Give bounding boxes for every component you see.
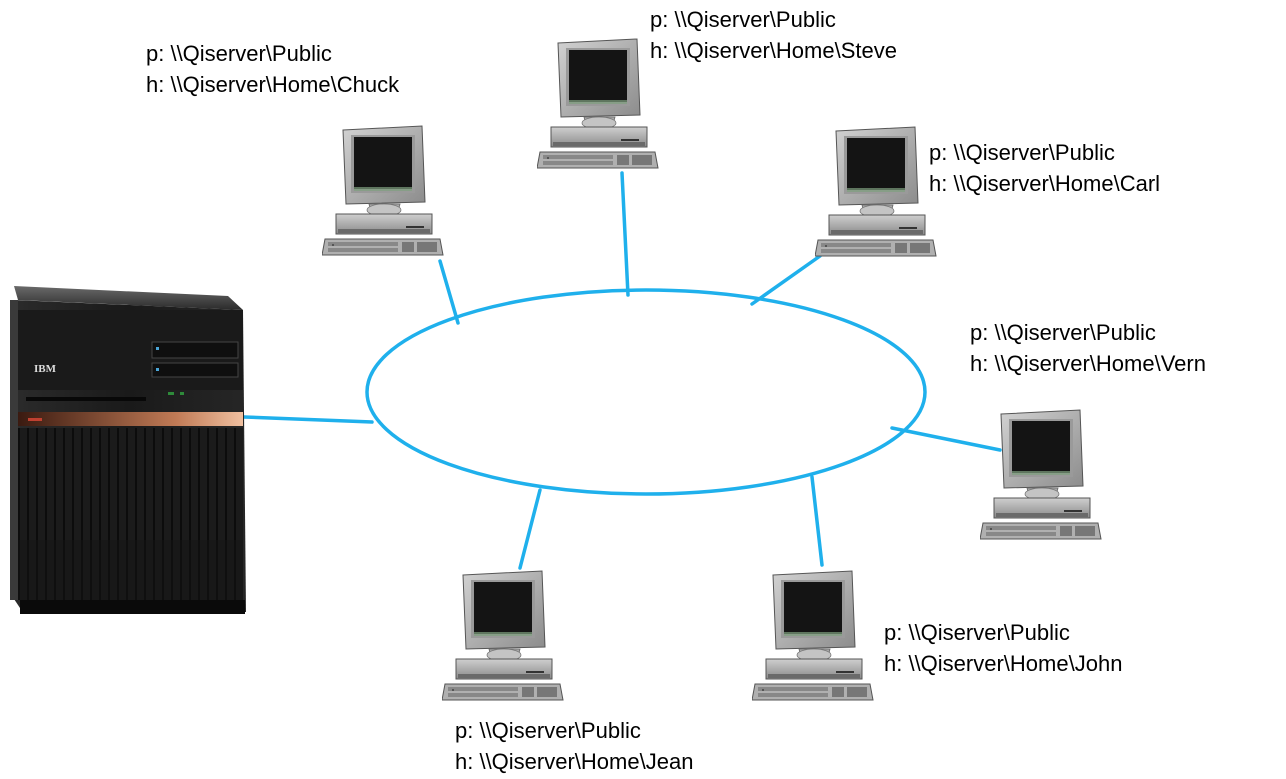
workstation-carl[interactable] bbox=[815, 126, 937, 257]
link-carl bbox=[750, 254, 822, 306]
network-ring bbox=[365, 288, 927, 496]
share-label-steve: p: \\Qiserver\Public h: \\Qiserver\Home\… bbox=[650, 4, 897, 66]
server-top bbox=[14, 286, 243, 310]
drive-bay-2 bbox=[151, 362, 239, 378]
share-label-vern: p: \\Qiserver\Public h: \\Qiserver\Home\… bbox=[970, 317, 1206, 379]
link-chuck bbox=[438, 259, 460, 325]
workstation-vern[interactable] bbox=[980, 409, 1102, 540]
link-vern bbox=[890, 426, 1002, 452]
home-drive-mapping: h: \\Qiserver\Home\Chuck bbox=[146, 72, 400, 97]
public-drive-mapping: p: \\Qiserver\Public bbox=[970, 320, 1156, 345]
home-drive-mapping: h: \\Qiserver\Home\Vern bbox=[970, 351, 1206, 376]
home-drive-mapping: h: \\Qiserver\Home\Carl bbox=[929, 171, 1161, 196]
link-steve bbox=[620, 171, 630, 297]
home-drive-mapping: h: \\Qiserver\Home\John bbox=[884, 651, 1123, 676]
workstation-john[interactable] bbox=[752, 570, 874, 701]
link-server bbox=[242, 415, 374, 424]
link-jean bbox=[518, 488, 542, 570]
drive-bay-1 bbox=[151, 341, 239, 359]
share-label-chuck: p: \\Qiserver\Public h: \\Qiserver\Home\… bbox=[146, 38, 399, 100]
ibm-server: IBM bbox=[10, 286, 246, 614]
share-label-jean: p: \\Qiserver\Public h: \\Qiserver\Home\… bbox=[455, 715, 693, 777]
public-drive-mapping: p: \\Qiserver\Public bbox=[146, 41, 332, 66]
public-drive-mapping: p: \\Qiserver\Public bbox=[455, 718, 641, 743]
public-drive-mapping: p: \\Qiserver\Public bbox=[929, 140, 1115, 165]
workstation-steve[interactable] bbox=[537, 38, 659, 169]
workstation-jean[interactable] bbox=[442, 570, 564, 701]
home-drive-mapping: h: \\Qiserver\Home\Jean bbox=[455, 749, 694, 774]
server-accent-band bbox=[18, 412, 243, 426]
network-connections bbox=[242, 171, 1002, 570]
home-drive-mapping: h: \\Qiserver\Home\Steve bbox=[650, 38, 897, 63]
link-john bbox=[810, 475, 824, 567]
server-grille bbox=[18, 428, 243, 600]
workstation-chuck[interactable] bbox=[322, 125, 444, 256]
share-label-carl: p: \\Qiserver\Public h: \\Qiserver\Home\… bbox=[929, 137, 1160, 199]
public-drive-mapping: p: \\Qiserver\Public bbox=[884, 620, 1070, 645]
public-drive-mapping: p: \\Qiserver\Public bbox=[650, 7, 836, 32]
share-label-john: p: \\Qiserver\Public h: \\Qiserver\Home\… bbox=[884, 617, 1122, 679]
server-logo: IBM bbox=[34, 363, 57, 375]
